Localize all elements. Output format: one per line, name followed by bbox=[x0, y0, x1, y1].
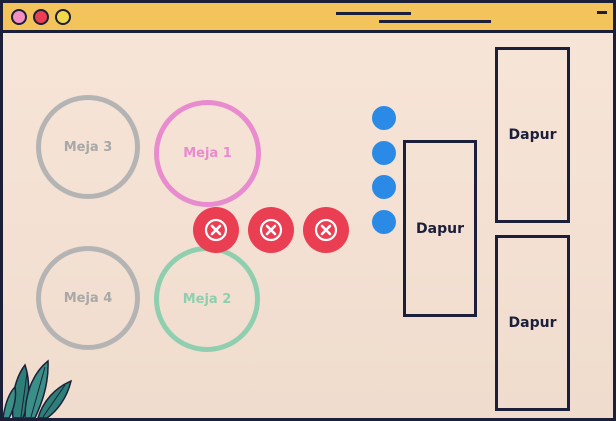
table-meja-1[interactable]: Meja 1 bbox=[154, 100, 261, 207]
queue-dot[interactable] bbox=[372, 106, 396, 130]
table-meja-2[interactable]: Meja 2 bbox=[154, 246, 260, 352]
queue-dot[interactable] bbox=[372, 210, 396, 234]
close-icon bbox=[204, 218, 228, 242]
table-label: Meja 2 bbox=[182, 291, 232, 307]
window-dot-red[interactable] bbox=[33, 9, 49, 25]
blocked-marker[interactable] bbox=[248, 207, 294, 253]
kitchen-center[interactable]: Dapur bbox=[403, 140, 477, 317]
kitchen-top-right[interactable]: Dapur bbox=[495, 47, 570, 223]
table-meja-3[interactable]: Meja 3 bbox=[36, 95, 140, 199]
title-decor-line bbox=[379, 20, 491, 23]
kitchen-label: Dapur bbox=[508, 315, 557, 331]
queue-dot[interactable] bbox=[372, 175, 396, 199]
window-minimize-icon[interactable] bbox=[597, 11, 607, 14]
close-icon bbox=[259, 218, 283, 242]
table-label: Meja 3 bbox=[63, 139, 113, 155]
table-meja-4[interactable]: Meja 4 bbox=[36, 246, 140, 350]
window-dot-pink[interactable] bbox=[11, 9, 27, 25]
queue-dot[interactable] bbox=[372, 141, 396, 165]
table-label: Meja 4 bbox=[63, 290, 113, 306]
blocked-marker[interactable] bbox=[193, 207, 239, 253]
kitchen-bottom-right[interactable]: Dapur bbox=[495, 235, 570, 411]
title-bar bbox=[3, 3, 613, 33]
close-icon bbox=[314, 218, 338, 242]
kitchen-label: Dapur bbox=[416, 220, 464, 237]
table-label: Meja 1 bbox=[183, 146, 232, 161]
kitchen-label: Dapur bbox=[508, 127, 557, 143]
blocked-marker[interactable] bbox=[303, 207, 349, 253]
window-dot-yellow[interactable] bbox=[55, 9, 71, 25]
title-decor-line bbox=[336, 12, 411, 15]
leaf-icon bbox=[3, 359, 73, 418]
